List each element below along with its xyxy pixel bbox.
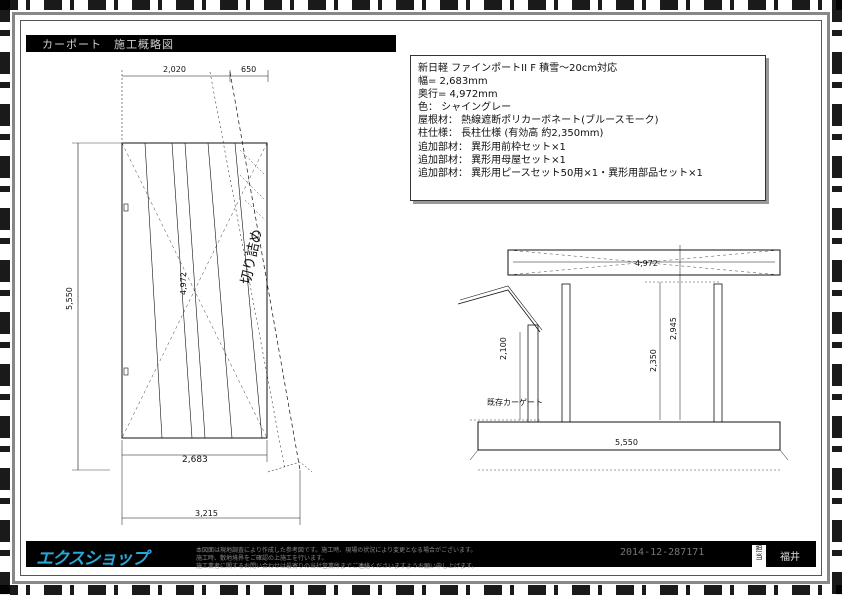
spec-line-width: 幅= 2,683mm bbox=[418, 76, 488, 88]
footer-notice-3: 施工業者に関するお問い合わせは最寄りの当社営業所までご連絡くださいますようお願い… bbox=[196, 563, 478, 570]
spec-box: 新日軽 ファインポートII F 積雪〜20cm対応 幅= 2,683mm 奥行=… bbox=[410, 55, 766, 201]
edge-strip-right bbox=[832, 0, 842, 595]
spec-line-depth: 奥行= 4,972mm bbox=[418, 89, 498, 101]
spec-line-extra-2: 追加部材： 異形用母屋セット×1 bbox=[418, 154, 566, 166]
edge-strip-top bbox=[0, 0, 842, 10]
elev-dim-base: 5,550 bbox=[615, 438, 638, 447]
plan-dim-left: 5,550 bbox=[65, 287, 74, 310]
plan-dim-top-right: 650 bbox=[241, 65, 256, 74]
staff-label: 担当 bbox=[755, 545, 763, 561]
elev-dim-roof: 4,972 bbox=[635, 259, 658, 268]
spec-line-extra-3: 追加部材： 異形用ピースセット50用×1・異形用部品セット×1 bbox=[418, 167, 703, 179]
inner-frame bbox=[20, 20, 822, 576]
plan-cut-note: 切り詰め bbox=[238, 228, 265, 286]
spec-line-product: 新日軽 ファインポートII F 積雪〜20cm対応 bbox=[418, 63, 618, 74]
elev-existing-label: 既存カーゲート bbox=[487, 397, 543, 407]
elevation-view bbox=[457, 245, 789, 471]
staff-name: 福井 bbox=[780, 552, 800, 563]
drawing-title: カーポート 施工概略図 bbox=[42, 38, 174, 51]
drawing-number: 2014-12-287171 bbox=[620, 547, 705, 558]
edge-strip-bottom bbox=[0, 585, 842, 595]
header-bar bbox=[26, 35, 396, 52]
outer-frame bbox=[12, 12, 830, 584]
plan-dim-bottom: 2,683 bbox=[182, 455, 208, 465]
plan-dim-top-left: 2,020 bbox=[163, 65, 186, 74]
spec-line-color: 色： シャイングレー bbox=[418, 102, 512, 114]
company-logo: エクスショップ bbox=[36, 549, 148, 569]
elev-dim-mid-height: 2,350 bbox=[649, 349, 658, 372]
spec-line-post: 柱仕様： 長柱仕様 (有効高 約2,350mm) bbox=[418, 128, 604, 140]
footer-notice-1: 本図面は現地調査により作成した参考図です。施工時、現場の状況により変更となる場合… bbox=[196, 547, 477, 554]
footer-bar bbox=[26, 541, 816, 567]
elev-dim-right-height: 2,945 bbox=[669, 317, 678, 340]
spec-line-extra-1: 追加部材： 異形用前枠セット×1 bbox=[418, 141, 566, 153]
plan-dim-bottom-total: 3,215 bbox=[195, 509, 218, 518]
plan-dim-diagonal: 4,972 bbox=[179, 272, 188, 295]
plan-view bbox=[72, 70, 313, 525]
elev-dim-left-height: 2,100 bbox=[499, 337, 508, 360]
edge-strip-left bbox=[0, 0, 10, 595]
staff-label-box bbox=[752, 545, 766, 567]
footer-notice-2: 施工時、敷地境界をご確認の上施工を行います。 bbox=[196, 555, 328, 562]
spec-line-roof: 屋根材： 熱線遮断ポリカーボネート(ブルースモーク) bbox=[418, 115, 659, 127]
